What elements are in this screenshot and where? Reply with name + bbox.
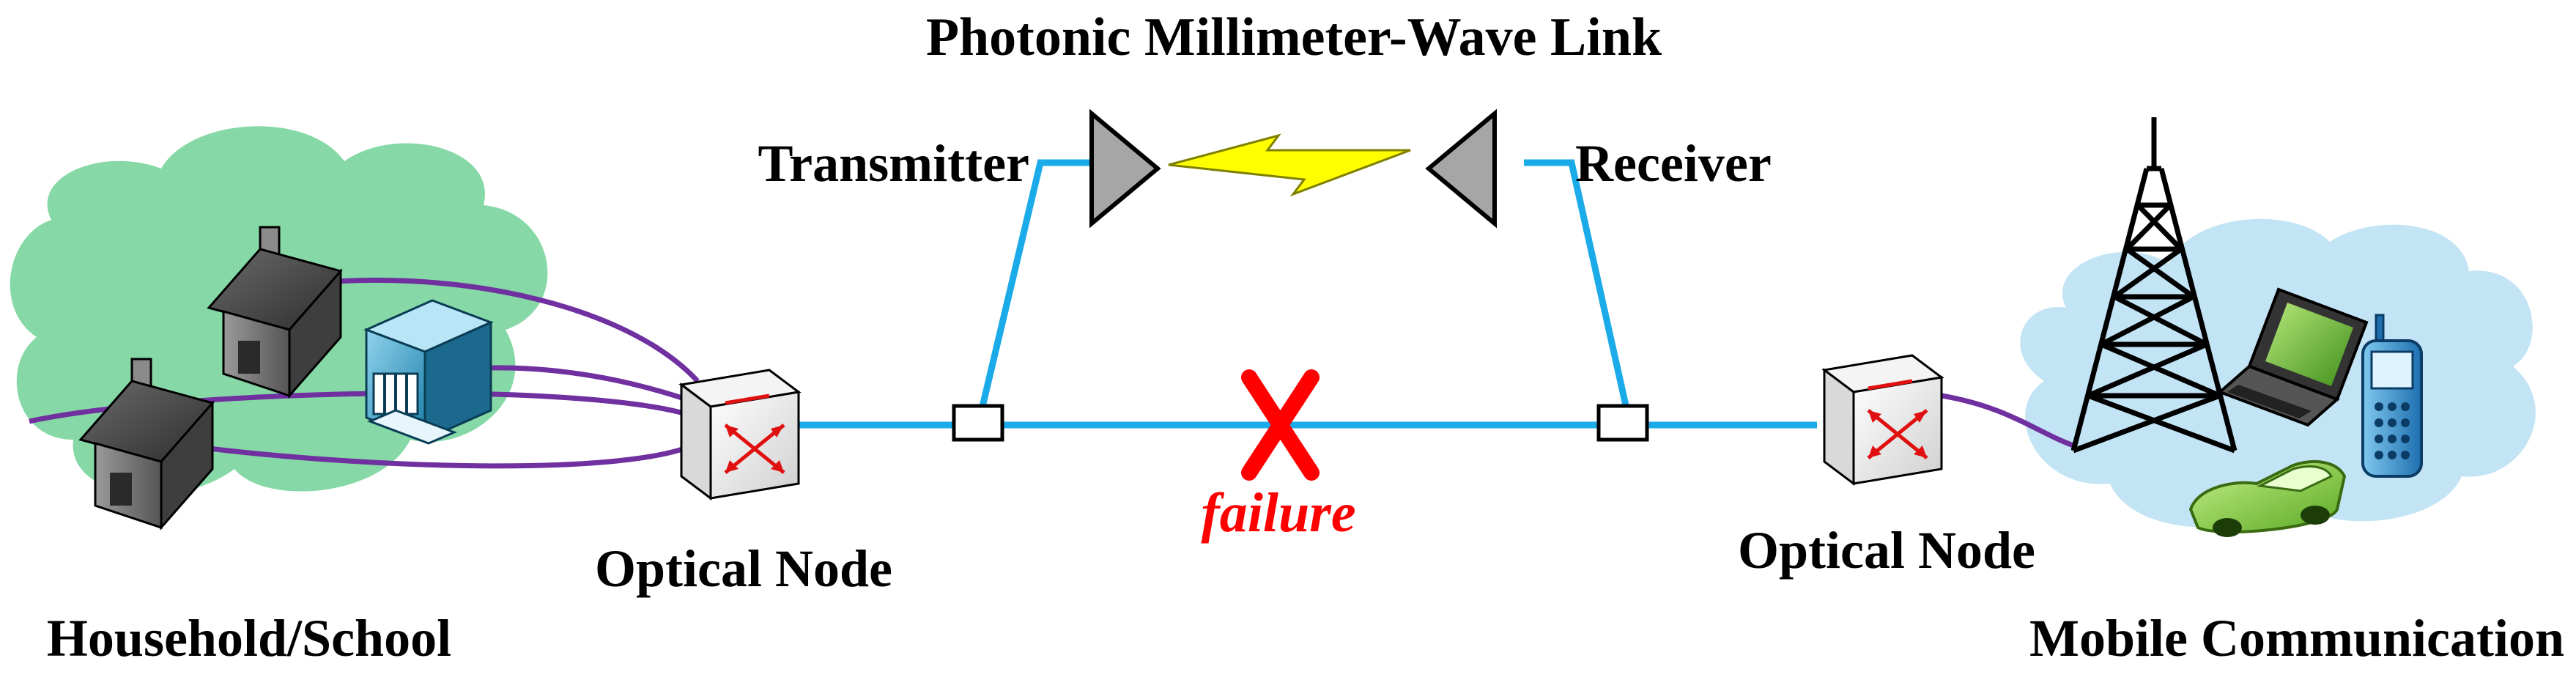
transmitter-label: Transmitter	[758, 134, 1029, 193]
link-mobile	[1941, 393, 2075, 448]
coupler-right	[1596, 404, 1649, 442]
mobile-phone-icon	[2361, 314, 2423, 478]
car-icon	[2188, 460, 2347, 537]
house-icon	[78, 358, 215, 531]
link-school	[486, 365, 699, 406]
cell-tower-icon	[2070, 117, 2238, 454]
receiver-label: Receiver	[1575, 134, 1772, 193]
laptop-icon	[2217, 287, 2369, 427]
link-house-top	[325, 277, 700, 383]
fiber-rx-branch	[1524, 159, 1634, 426]
transmitter-antenna-icon	[1089, 108, 1161, 229]
fiber-tx-branch	[974, 159, 1099, 426]
coupler-left	[952, 404, 1004, 442]
failure-x-icon	[1241, 369, 1320, 481]
optical-switch-icon	[678, 369, 802, 500]
optical-node-label-right: Optical Node	[1738, 521, 2035, 580]
optical-switch-icon	[1821, 354, 1944, 486]
link-house-bottom	[208, 440, 699, 469]
failure-label: failure	[1201, 482, 1355, 544]
house-icon	[207, 226, 343, 399]
mobile-communication-label: Mobile Communication	[2029, 609, 2564, 668]
receiver-antenna-icon	[1425, 108, 1497, 229]
diagram-title: Photonic Millimeter-Wave Link	[926, 7, 1662, 67]
optical-node-label-left: Optical Node	[595, 539, 892, 598]
school-icon	[363, 299, 494, 445]
lightning-bolt-icon	[1168, 133, 1411, 197]
household-label: Household/School	[47, 609, 451, 668]
